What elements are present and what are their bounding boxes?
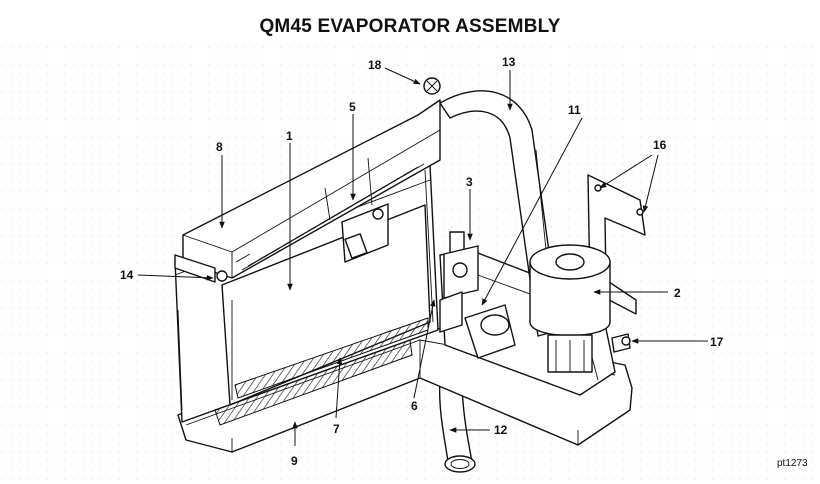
callout-13: 13 xyxy=(502,55,516,69)
callout-5: 5 xyxy=(349,100,356,114)
callout-9: 9 xyxy=(291,454,298,468)
float-sensor xyxy=(464,304,516,359)
callout-12: 12 xyxy=(494,423,508,437)
hose-clamp xyxy=(423,77,441,95)
thickness-probe xyxy=(324,157,389,263)
callout-2: 2 xyxy=(674,286,681,300)
callout-17: 17 xyxy=(710,335,724,349)
drain-tube xyxy=(438,379,476,473)
evaporator-front xyxy=(214,204,431,426)
callout-8: 8 xyxy=(216,140,223,154)
callout-1: 1 xyxy=(286,129,293,143)
leader-lines xyxy=(137,67,708,446)
diagram-title: QM45 EVAPORATOR ASSEMBLY xyxy=(259,16,561,37)
callout-6: 6 xyxy=(411,399,418,413)
callout-14: 14 xyxy=(120,268,134,282)
callout-11: 11 xyxy=(568,103,581,117)
callout-16: 16 xyxy=(653,138,667,152)
callout-labels: 8 1 5 3 11 13 18 16 2 17 14 6 7 9 12 xyxy=(120,55,724,468)
callout-18: 18 xyxy=(368,58,382,72)
water-pump xyxy=(529,244,611,373)
hose-fitting xyxy=(611,333,631,353)
callout-3: 3 xyxy=(466,175,473,189)
water-valve xyxy=(439,231,479,333)
callout-7: 7 xyxy=(333,422,340,436)
side-bracket xyxy=(174,254,228,283)
top-shroud xyxy=(182,99,441,279)
figure-reference: pt1273 xyxy=(777,458,808,469)
